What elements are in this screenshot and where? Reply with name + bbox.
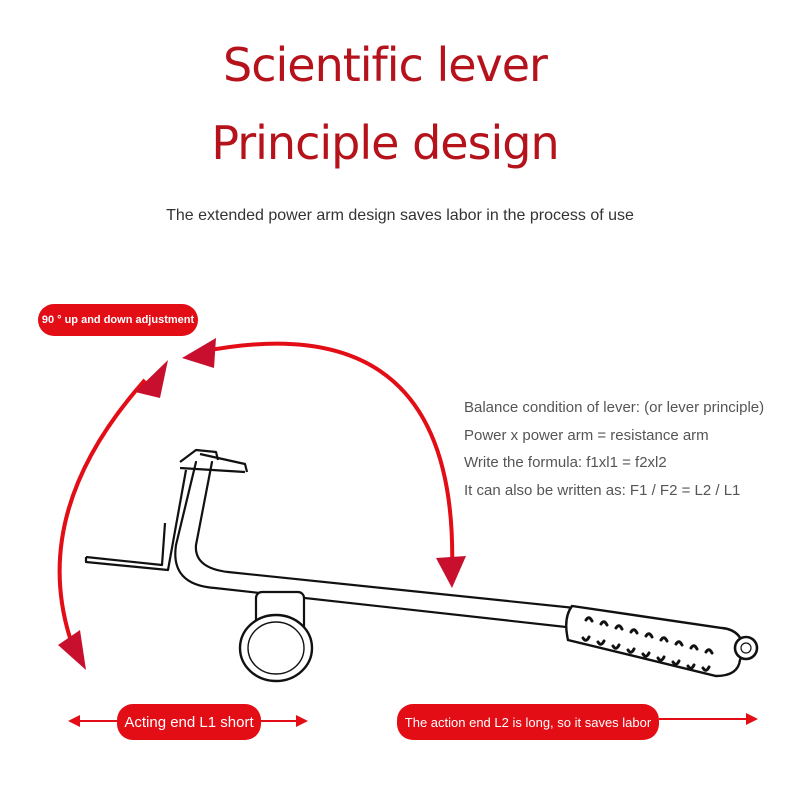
dimension-arrowhead-left-icon [68,715,80,727]
formula-line-2: Power x power arm = resistance arm [464,427,709,444]
formula-line-1: Balance condition of lever: (or lever pr… [464,399,765,416]
arrowhead-down-icon [58,630,86,670]
dimension-arrowhead-mid-icon [296,715,308,727]
arrowhead-right-down-icon [436,556,466,588]
title-line-2: Principle design [211,116,559,170]
arrowhead-left-icon [182,338,216,368]
action-end-badge: The action end L2 is long, so it saves l… [397,704,659,740]
arrowhead-up-icon [135,360,168,398]
formula-line-3: Write the formula: f1xl1 = f2xl2 [464,454,667,471]
adjustment-badge: 90 ° up and down adjustment [38,304,198,336]
lever-bracket [84,448,249,572]
title-line-1: Scientific lever [223,38,548,92]
formula-line-4: It can also be written as: F1 / F2 = L2 … [464,482,741,499]
acting-end-badge: Acting end L1 short [117,704,261,740]
lever-wheel [238,590,314,683]
dimension-arrowhead-right-icon [746,713,758,725]
lever-grip [565,604,759,678]
lever-arm [174,460,577,630]
rotation-arc-left [57,378,147,661]
subtitle: The extended power arm design saves labo… [166,207,634,224]
rotation-arc-right [199,341,455,573]
